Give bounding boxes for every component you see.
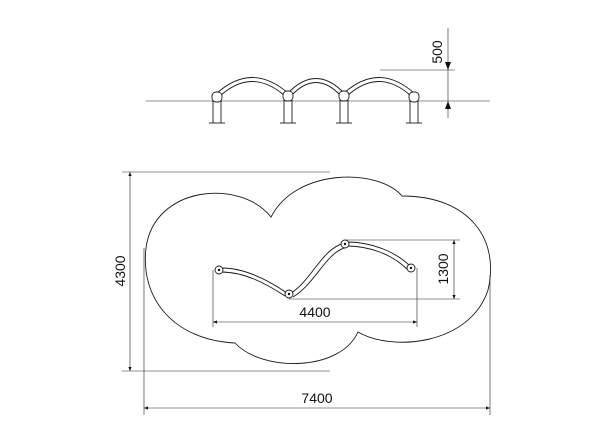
- plan-arch-3: [346, 241, 411, 267]
- safety-zone-outline: [144, 176, 492, 364]
- overall-width-dimension-label: 7400: [301, 390, 332, 406]
- plan-view: 4400 1300 4300 7400: [112, 171, 492, 415]
- depth-dimension-label: 1300: [435, 253, 451, 284]
- arch-3: [343, 77, 415, 94]
- arch-2-inner: [290, 82, 342, 97]
- arch-3-inner: [346, 81, 412, 97]
- plan-post-1: [214, 265, 224, 275]
- plan-arch-1: [221, 267, 288, 294]
- arch-2: [287, 78, 345, 94]
- arch-1-inner: [219, 81, 286, 97]
- height-arrow-top: [445, 62, 451, 70]
- plan-arch-2-inner: [292, 246, 348, 298]
- overall-depth-dimension-label: 4300: [112, 255, 128, 286]
- post-1: [209, 91, 225, 124]
- plan-post-4: [406, 263, 416, 273]
- length-dimension-label: 4400: [299, 304, 330, 320]
- plan-arch-3-inner: [345, 245, 409, 271]
- plan-post-3: [340, 239, 350, 249]
- post-2: [280, 90, 296, 124]
- elevation-view: 500: [146, 28, 490, 124]
- arch-1: [216, 77, 289, 94]
- post-4: [406, 91, 422, 124]
- plan-arch-2: [290, 242, 346, 294]
- plan-post-2: [284, 289, 294, 299]
- plan-arch-1-inner: [220, 271, 286, 297]
- post-3: [336, 90, 352, 124]
- height-arrow-bottom: [445, 101, 451, 109]
- height-dimension-label: 500: [429, 40, 445, 64]
